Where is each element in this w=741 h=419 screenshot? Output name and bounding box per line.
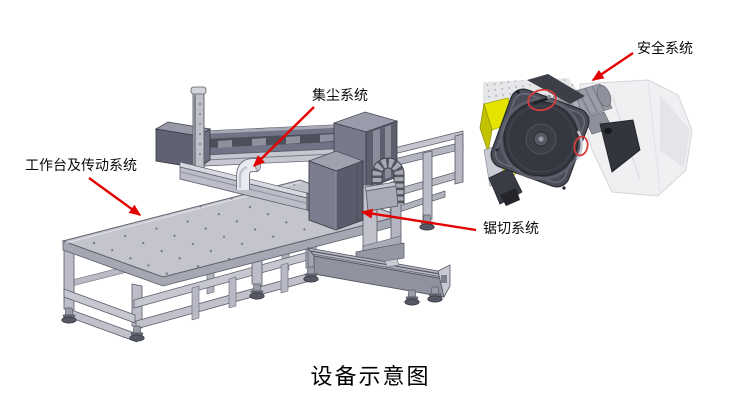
gantry-beam bbox=[204, 122, 376, 167]
label-safety-system: 安全系统 bbox=[637, 40, 693, 56]
inset-closeup bbox=[479, 74, 693, 206]
arrow-safety bbox=[591, 52, 634, 81]
arrow-saw bbox=[360, 208, 477, 232]
arrow-dust bbox=[252, 106, 315, 168]
cable-chain bbox=[371, 157, 405, 204]
saw-housing-box bbox=[307, 150, 365, 231]
left-column bbox=[190, 86, 207, 181]
saw-blade-housing bbox=[490, 88, 590, 190]
arrow-worktable bbox=[88, 177, 142, 216]
right-bed-frame bbox=[389, 130, 464, 222]
callout-arrows bbox=[88, 52, 634, 232]
label-worktable-system: 工作台及传动系统 bbox=[25, 157, 137, 173]
diagram-caption: 设备示意图 bbox=[310, 364, 431, 389]
label-saw-system: 锯切系统 bbox=[483, 220, 539, 236]
tower-side-box bbox=[364, 181, 399, 212]
label-dust-system: 集尘系统 bbox=[312, 87, 368, 103]
safety-highlight-ellipses bbox=[527, 88, 589, 157]
conveyor-base bbox=[307, 246, 451, 299]
